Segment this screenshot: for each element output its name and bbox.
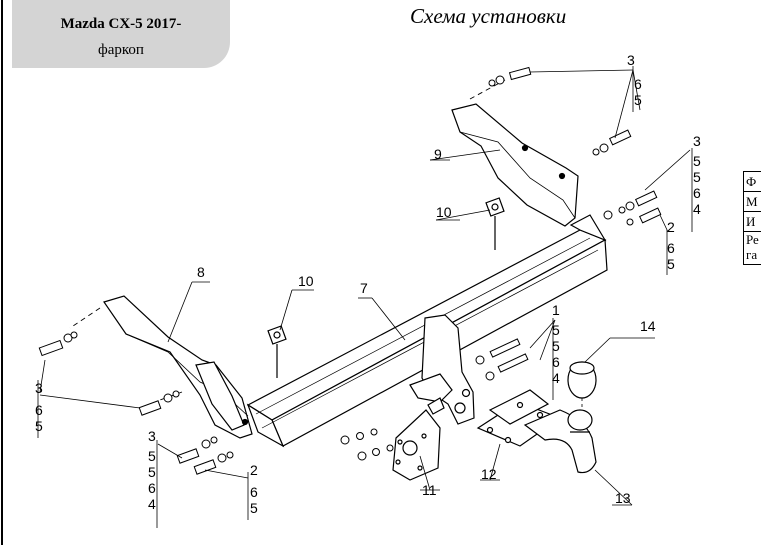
header-title: Mazda CX-5 2017- (60, 16, 182, 32)
callout-13: 13 (615, 490, 631, 506)
callout-3-right: 3 (693, 133, 701, 149)
callout-3-bottom: 3 (148, 428, 156, 444)
callout-1: 1 (552, 302, 560, 318)
callout-3-top-right: 3 (627, 52, 635, 68)
fasteners (38, 66, 662, 475)
left-bracket-part-8 (69, 295, 253, 439)
callout-3-left: 3 (35, 380, 43, 396)
center-plate (409, 314, 475, 425)
header-subtitle: фаркоп (98, 42, 144, 58)
callout-10-right: 10 (436, 204, 452, 220)
tow-ball-part-13 (523, 409, 597, 474)
side-table-row: М (743, 191, 761, 212)
header-panel: Mazda CX-5 2017- фаркоп (12, 0, 230, 68)
callout-14: 14 (640, 318, 656, 334)
callout-2-bottom: 2 (250, 462, 258, 478)
callout-11: 11 (422, 482, 437, 498)
flange-plate-part-11 (392, 409, 441, 481)
leader-lines (37, 66, 693, 528)
right-bracket-part-9 (451, 79, 579, 227)
diagram-title: Схема установки (410, 4, 567, 28)
callout-2-right: 2 (667, 219, 675, 235)
callout-8: 8 (197, 264, 205, 280)
callout-10-left: 10 (298, 273, 314, 289)
side-table-row: И (743, 211, 761, 232)
callout-9: 9 (434, 146, 442, 162)
callout-12: 12 (481, 466, 497, 482)
callout-7: 7 (360, 280, 368, 296)
spacer-plate-part-12 (476, 389, 562, 447)
side-table-row: Ф (743, 171, 761, 192)
nut-plate-part-10 (267, 197, 505, 378)
ball-cap-part-14 (567, 361, 597, 408)
